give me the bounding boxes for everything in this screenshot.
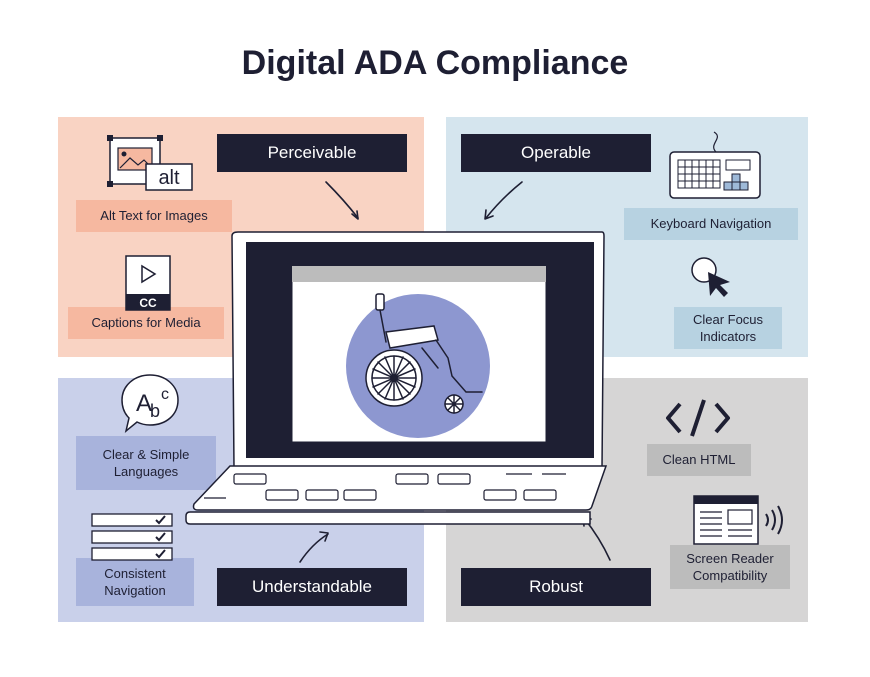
captions-tag: Captions for Media <box>68 307 224 339</box>
alt-text-tag: Alt Text for Images <box>76 200 232 232</box>
alt-badge-text: alt <box>158 167 180 189</box>
screen-reader-line1: Screen Reader <box>686 551 774 566</box>
consistent-navigation-line2: Navigation <box>104 583 166 598</box>
wheelchair-icon <box>365 293 483 414</box>
arrow-understandable <box>299 533 329 563</box>
clean-html-tag: Clean HTML <box>647 444 751 476</box>
screen-reader-line2: Compatibility <box>692 568 768 583</box>
cc-badge-text: CC <box>139 296 157 310</box>
speech-bubble-abc-icon: A b c <box>121 374 179 433</box>
focus-indicators-line1: Clear Focus <box>692 312 764 327</box>
clear-language-tag: Clear & Simple Languages <box>76 436 216 490</box>
image-icon: alt <box>107 135 193 191</box>
laptop-icon <box>185 231 608 525</box>
abc-letter-c: c <box>161 386 169 403</box>
keyboard-icon <box>669 131 761 199</box>
clear-language-line2: Languages <box>113 464 179 479</box>
arrow-perceivable <box>325 181 359 219</box>
perceivable-label: Perceivable <box>217 134 407 172</box>
abc-letter-b: b <box>150 401 160 421</box>
arrow-operable <box>485 181 523 219</box>
understandable-label: Understandable <box>217 568 407 606</box>
abc-letter-a: A <box>136 390 152 417</box>
browser-titlebar <box>292 266 546 282</box>
focus-indicators-tag: Clear Focus Indicators <box>674 307 782 349</box>
screen-reader-tag: Screen Reader Compatibility <box>670 545 790 589</box>
pointer-cursor-icon <box>691 257 730 297</box>
clear-language-line1: Clear & Simple <box>102 447 190 462</box>
screen-reader-icon <box>693 495 783 545</box>
consistent-navigation-tag: Consistent Navigation <box>76 558 194 606</box>
checklist-icon <box>91 513 173 561</box>
keyboard-navigation-tag: Keyboard Navigation <box>624 208 798 240</box>
page-title: Digital ADA Compliance <box>241 44 629 82</box>
operable-label: Operable <box>461 134 651 172</box>
code-icon <box>666 399 730 437</box>
play-captions-icon: CC <box>125 255 171 311</box>
consistent-navigation-line1: Consistent <box>104 566 166 581</box>
robust-label: Robust <box>461 568 651 606</box>
focus-indicators-line2: Indicators <box>699 329 757 344</box>
